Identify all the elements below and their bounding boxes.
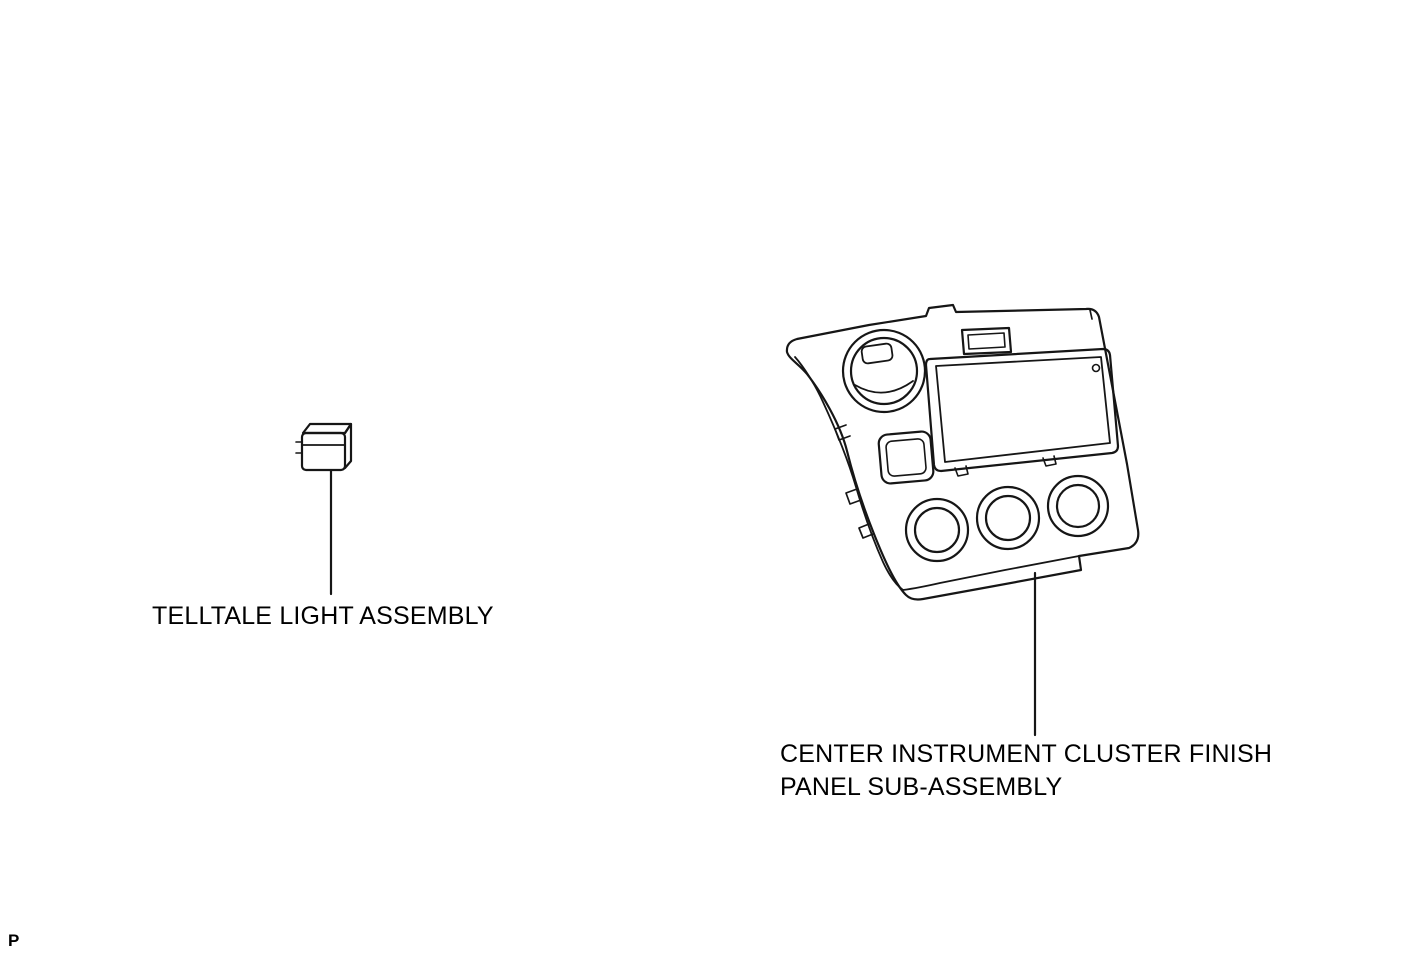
telltale-top-face [301,422,353,435]
gauge-window-rect [860,342,894,365]
telltale-right-face [343,422,353,470]
panel-left-thickness-line [794,356,904,591]
radio-screw-detail [1091,363,1101,373]
switch-opening-inner [885,438,927,477]
telltale-light-assembly-label: TELLTALE LIGHT ASSEMBLY [152,602,494,630]
switch-opening-outer [877,430,935,485]
telltale-connector-nub [295,441,303,454]
panel-top-notch [1089,309,1093,320]
panel-bottom-lip-line [902,555,1080,591]
radio-bottom-clip-2 [1042,455,1057,467]
knob-right-inner-circle [1055,483,1101,529]
panel-clip-tab-3 [858,523,874,539]
vent-opening-inner [967,332,1006,350]
panel-clip-tab-2 [845,488,862,505]
panel-outline [785,303,1140,601]
radio-bottom-clip-1 [954,465,969,477]
radio-opening-inner [935,356,1111,463]
center-cluster-panel-label-line2: PANEL SUB-ASSEMBLY [780,773,1063,801]
gauge-bezel-outer-circle [841,328,927,414]
panel-clip-tab-1 [834,424,851,441]
center-cluster-panel-drawing [785,303,1140,601]
gauge-bezel-inner-circle [849,336,919,406]
knob-right-outer-circle [1046,474,1110,538]
gauge-lower-arc [854,380,914,394]
telltale-front-face [300,431,347,472]
vent-opening-outer [960,326,1013,356]
telltale-light-assembly-drawing [295,422,353,472]
page-marker: P [8,931,20,950]
knob-left-outer-circle [904,497,970,563]
knob-center-outer-circle [975,485,1041,551]
center-cluster-panel-label: CENTER INSTRUMENT CLUSTER FINISH PANEL S… [780,738,1272,804]
radio-opening-outer [924,347,1120,473]
knob-left-inner-circle [913,506,961,554]
knob-center-inner-circle [984,494,1032,542]
center-cluster-panel-label-line1: CENTER INSTRUMENT CLUSTER FINISH [780,740,1273,768]
